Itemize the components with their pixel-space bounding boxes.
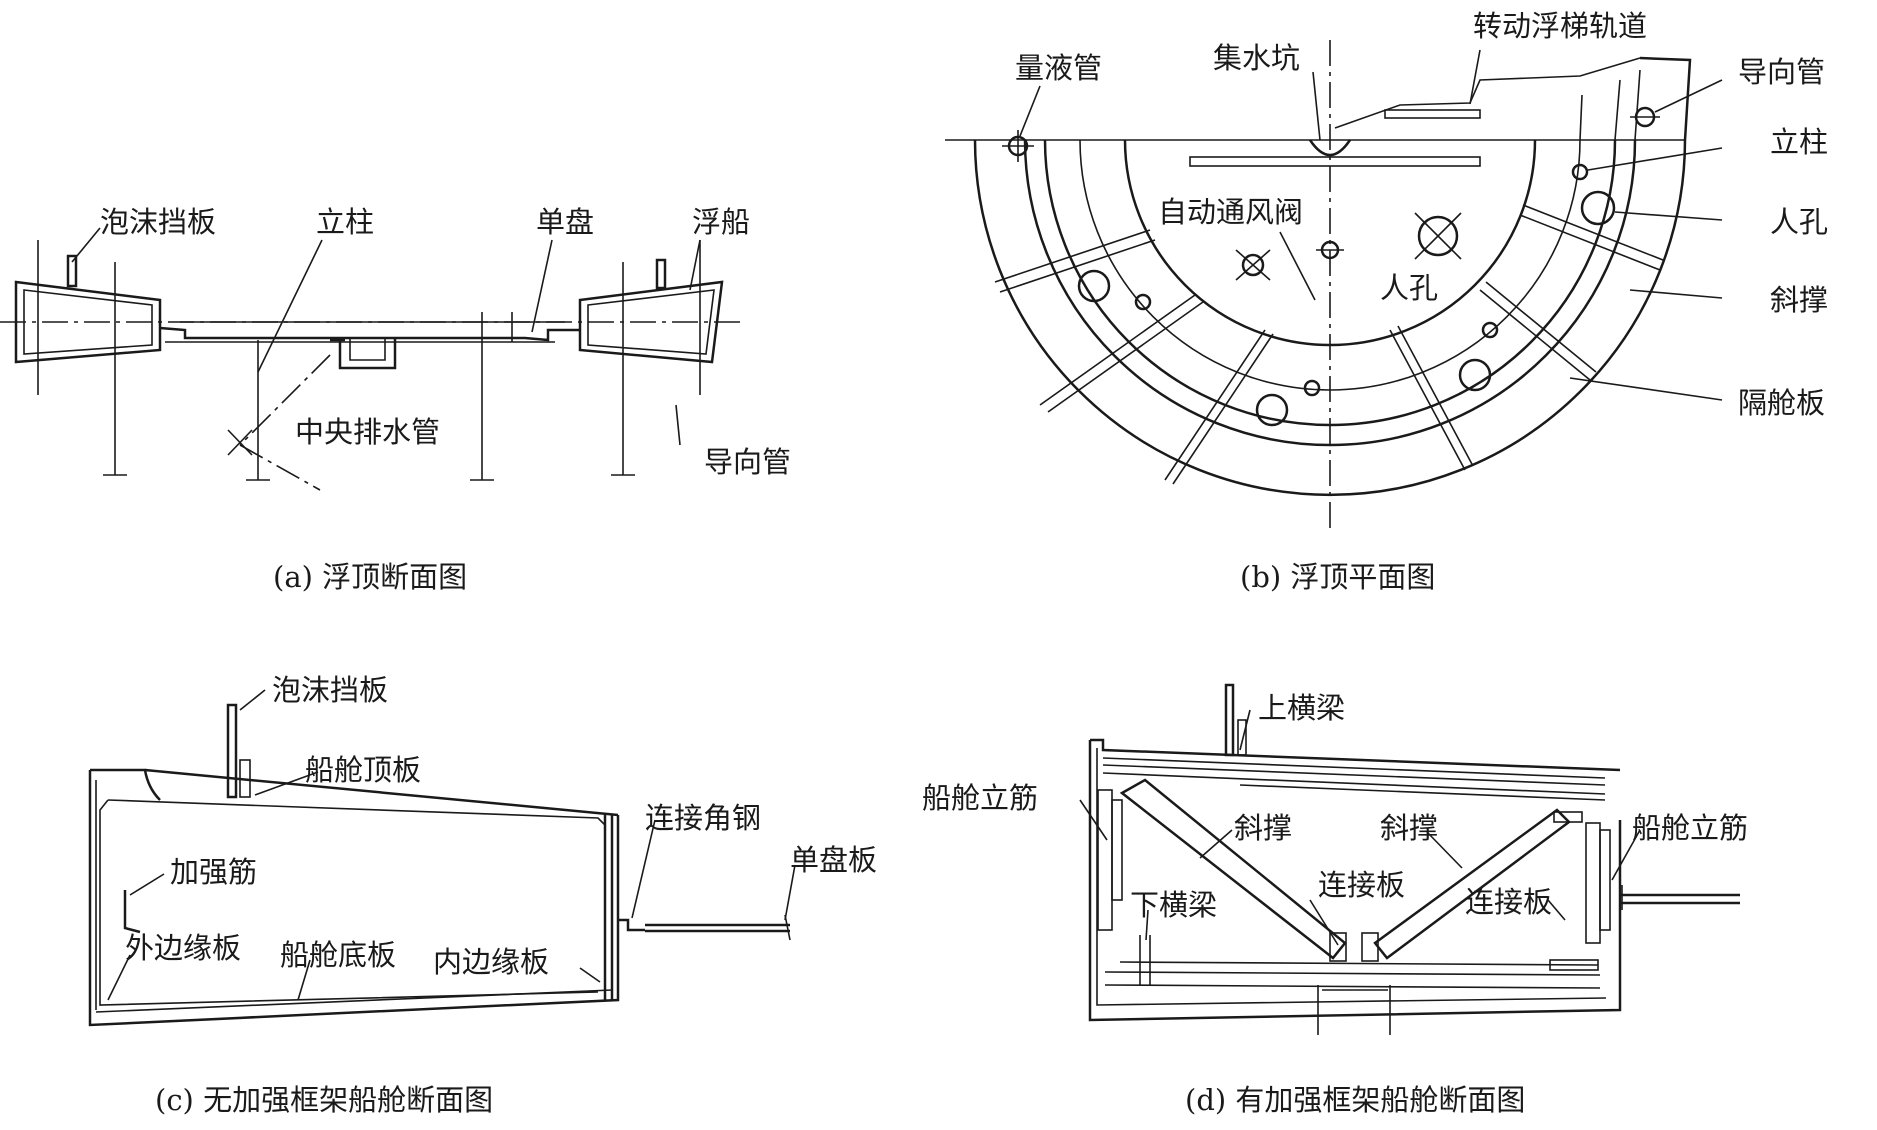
caption-panel-a: (a) 浮顶断面图 (273, 560, 467, 594)
label-stiffener: 加强筋 (170, 855, 257, 889)
label-brace-right: 斜撑 (1380, 811, 1438, 845)
label-bulkhead: 隔舱板 (1738, 386, 1825, 420)
label-ladder-track: 转动浮梯轨道 (1473, 9, 1647, 43)
panel-a-section-view: 泡沫挡板 立柱 单盘 浮船 中央排水管 导向管 (a) 浮顶断面图 (0, 205, 791, 594)
label-upper-beam: 上横梁 (1258, 691, 1345, 725)
label-lower-beam: 下横梁 (1130, 888, 1217, 922)
label-manhole-right: 人孔 (1770, 205, 1828, 239)
label-foam-baffle-c: 泡沫挡板 (272, 673, 388, 707)
label-deck-plate: 单盘板 (790, 843, 877, 877)
label-rib-left: 船舱立筋 (922, 781, 1038, 815)
label-top-plate: 船舱顶板 (305, 753, 421, 787)
label-plate-center: 连接板 (1318, 868, 1405, 902)
label-connecting-angle: 连接角钢 (645, 801, 761, 835)
label-pontoon: 浮船 (692, 205, 750, 239)
panel-b-plan-view: 量液管 集水坑 转动浮梯轨道 导向管 立柱 人孔 自动通风阀 人孔 斜撑 隔舱板… (945, 9, 1828, 594)
label-inner-rim: 内边缘板 (433, 945, 549, 979)
label-outer-rim: 外边缘板 (125, 931, 241, 965)
label-sump: 集水坑 (1213, 41, 1300, 75)
label-central-drain: 中央排水管 (295, 415, 440, 449)
label-brace-b: 斜撑 (1770, 283, 1828, 317)
label-guide-pipe-a: 导向管 (704, 445, 791, 479)
label-column-b: 立柱 (1770, 125, 1828, 159)
label-rib-right: 船舱立筋 (1632, 811, 1748, 845)
panel-d-pontoon-with-frame: 上横梁 船舱立筋 斜撑 斜撑 船舱立筋 连接板 连接板 下横梁 (d) 有加强框… (922, 683, 1748, 1117)
label-bottom-plate: 船舱底板 (280, 938, 396, 972)
panel-c-pontoon-no-frame: 泡沫挡板 船舱顶板 加强筋 连接角钢 单盘板 外边缘板 船舱底板 内边缘板 (c… (88, 673, 877, 1117)
caption-panel-d: (d) 有加强框架船舱断面图 (1185, 1083, 1525, 1117)
label-brace-left: 斜撑 (1234, 811, 1292, 845)
label-manhole-center: 人孔 (1380, 271, 1438, 305)
caption-panel-b: (b) 浮顶平面图 (1240, 560, 1435, 594)
label-column-a: 立柱 (316, 205, 374, 239)
label-guide-pipe-b: 导向管 (1738, 55, 1825, 89)
label-auto-vent: 自动通风阀 (1158, 195, 1303, 229)
label-foam-baffle-a: 泡沫挡板 (100, 205, 216, 239)
label-single-deck: 单盘 (536, 205, 594, 239)
label-gauge-pipe: 量液管 (1015, 51, 1102, 85)
label-plate-right: 连接板 (1465, 885, 1552, 919)
caption-panel-c: (c) 无加强框架船舱断面图 (155, 1083, 493, 1117)
